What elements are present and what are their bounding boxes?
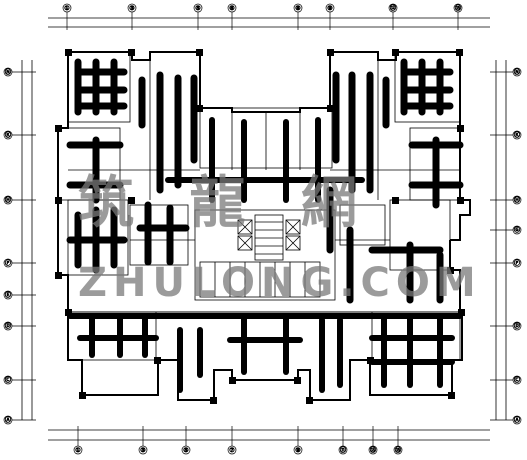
axis-bottom-label: ③ [140, 447, 145, 454]
axis-top-label: ① [64, 5, 69, 12]
axis-bottom-label: ① [75, 447, 80, 454]
axis-bottom-label: ⑨ [295, 447, 300, 454]
axis-right-label: Ⓗ [514, 196, 520, 204]
axis-top-label: ⑮ [455, 4, 461, 12]
axis-top-label: ③ [129, 5, 134, 12]
axis-right-label: Ⓓ [514, 322, 520, 330]
elevator-core [199, 214, 321, 298]
dimension-lines [21, 17, 507, 441]
axis-bubbles-right: Ⓝ Ⓚ Ⓗ Ⓖ Ⓕ Ⓓ Ⓒ Ⓐ [512, 67, 522, 425]
axis-grid: ① ③ ⑤ ⑥ ⑧ ⑨ ⑫ ⑮ ① ③ ⑤ ⑦ ⑨ ⑪ ⑬ ⑮ Ⓝ Ⓚ Ⓗ Ⓕ Ⓔ Ⓓ Ⓒ Ⓐ Ⓝ Ⓚ Ⓗ Ⓖ Ⓕ Ⓓ Ⓒ Ⓐ [3, 4, 522, 455]
watermark: 筑 龍 網 ZHULONG.COM [78, 171, 482, 306]
axis-bubbles-left: Ⓝ Ⓚ Ⓗ Ⓕ Ⓔ Ⓓ Ⓒ Ⓐ [3, 67, 13, 425]
axis-top-label: ⑥ [229, 5, 234, 12]
axis-top-label: ⑨ [327, 5, 332, 12]
axis-left-label: Ⓝ [5, 68, 11, 76]
axis-bottom-label: ⑦ [229, 447, 234, 454]
axis-top-label: ⑤ [195, 5, 200, 12]
axis-bottom-label: ⑮ [395, 446, 401, 454]
axis-left-label: Ⓗ [5, 196, 11, 204]
axis-left-label: Ⓔ [5, 291, 11, 299]
axis-right-label: Ⓖ [514, 226, 520, 234]
watermark-latin: ZHULONG.COM [78, 260, 482, 306]
axis-right-label: Ⓚ [514, 131, 520, 139]
axis-left-label: Ⓕ [5, 259, 11, 267]
axis-right-label: Ⓝ [514, 68, 520, 76]
axis-bottom-label: ⑪ [340, 446, 346, 454]
axis-left-label: Ⓓ [5, 322, 11, 330]
axis-bubbles-top: ① ③ ⑤ ⑥ ⑧ ⑨ ⑫ ⑮ [62, 4, 463, 13]
axis-bottom-label: ⑤ [183, 447, 188, 454]
duct-runs [66, 58, 464, 393]
axis-top-label: ⑫ [390, 4, 396, 12]
axis-left-label: Ⓚ [5, 131, 11, 139]
axis-left-label: Ⓐ [5, 416, 11, 424]
axis-top-label: ⑧ [295, 5, 300, 12]
axis-right-label: Ⓐ [514, 416, 520, 424]
axis-right-label: Ⓒ [514, 376, 520, 384]
axis-right-label: Ⓕ [514, 259, 520, 267]
structural-columns [55, 49, 465, 404]
axis-bottom-label: ⑬ [370, 446, 376, 454]
watermark-cjk: 筑 龍 網 [78, 171, 375, 236]
axis-left-label: Ⓒ [5, 376, 11, 384]
axis-bubbles-bottom: ① ③ ⑤ ⑦ ⑨ ⑪ ⑬ ⑮ [73, 445, 403, 455]
